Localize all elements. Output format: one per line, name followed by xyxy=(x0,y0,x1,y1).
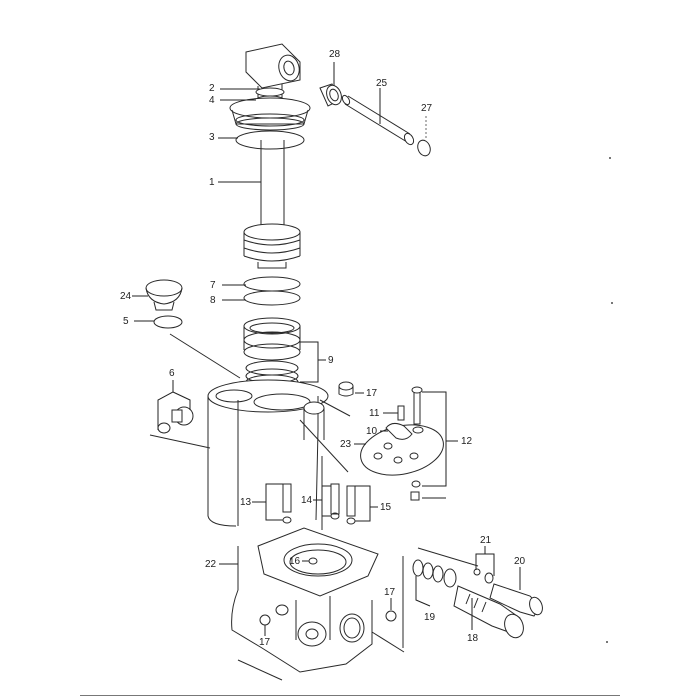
ring-7 xyxy=(243,276,301,292)
plug-6 xyxy=(149,406,211,449)
callout-19: 19 xyxy=(424,612,436,623)
callout-27: 27 xyxy=(421,103,433,114)
callout-23: 23 xyxy=(340,439,352,450)
callout-7: 7 xyxy=(210,280,216,291)
callout-18: 18 xyxy=(467,633,479,644)
pin-25-bushing-28-clip-27 xyxy=(319,83,431,157)
callout-22: 22 xyxy=(205,559,217,570)
bottom-rule xyxy=(80,695,620,696)
scan-speck xyxy=(606,641,608,643)
callout-17-left: 17 xyxy=(259,637,271,648)
callout-9: 9 xyxy=(328,355,334,366)
scan-speck xyxy=(611,302,613,304)
piston-rod xyxy=(243,140,301,269)
callout-17-top: 17 xyxy=(366,388,378,399)
leader-lines xyxy=(132,62,521,636)
callout-12: 12 xyxy=(461,436,473,447)
callout-25: 25 xyxy=(376,78,388,89)
o-ring-3 xyxy=(235,130,305,150)
cylinder-body-22 xyxy=(207,379,351,527)
o-ring-5 xyxy=(153,315,183,329)
callout-11: 11 xyxy=(369,408,380,419)
ring-8 xyxy=(243,290,301,306)
reservoir-cap-24 xyxy=(145,279,183,311)
gland-cap xyxy=(229,97,311,131)
callout-21: 21 xyxy=(480,535,492,546)
callout-4: 4 xyxy=(209,95,215,106)
callout-28: 28 xyxy=(329,49,341,60)
callout-10: 10 xyxy=(366,426,378,437)
pump-housing xyxy=(231,527,405,681)
callout-15: 15 xyxy=(380,502,392,513)
callout-3: 3 xyxy=(209,132,215,143)
pins-13-14-15 xyxy=(282,483,356,525)
callout-8: 8 xyxy=(210,295,216,306)
callout-5: 5 xyxy=(123,316,129,327)
callout-13: 13 xyxy=(240,497,252,508)
valve-assembly-18-20 xyxy=(402,547,543,648)
plug-17-top xyxy=(338,381,354,397)
callout-14: 14 xyxy=(301,495,313,506)
callout-16: 16 xyxy=(289,556,301,567)
valve-plate-23 xyxy=(360,386,444,501)
callout-20: 20 xyxy=(514,556,526,567)
callout-2: 2 xyxy=(209,83,215,94)
callout-24: 24 xyxy=(120,291,132,302)
scan-speck xyxy=(609,157,611,159)
ring-set-9 xyxy=(243,317,301,390)
callout-1: 1 xyxy=(209,177,215,188)
callout-17-right: 17 xyxy=(384,587,396,598)
callout-6: 6 xyxy=(169,368,175,379)
rod-eye-part xyxy=(245,43,301,100)
